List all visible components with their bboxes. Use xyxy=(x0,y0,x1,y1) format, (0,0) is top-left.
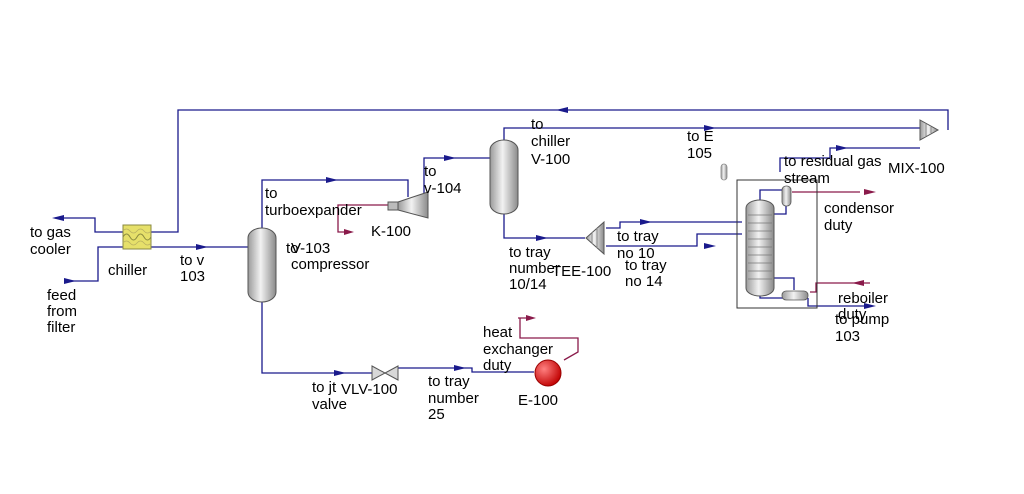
mix100-mixer[interactable] xyxy=(919,119,940,141)
feed-line xyxy=(64,246,124,282)
k100-expander[interactable] xyxy=(387,191,429,219)
chiller-unit[interactable] xyxy=(122,224,152,250)
arrow-to-tray14 xyxy=(704,243,716,249)
arrow-to-pump xyxy=(864,303,876,309)
expander-energy-line xyxy=(337,204,392,233)
label-k100: K-100 xyxy=(371,223,411,240)
expander-to-v104-line xyxy=(423,157,492,200)
arrow-recycle xyxy=(556,107,568,113)
label-compressor: compressor xyxy=(291,256,369,273)
arrow-to-tray10 xyxy=(640,219,652,225)
arrow-to-valve xyxy=(334,370,346,376)
arrow-to-v103 xyxy=(196,244,208,250)
label-mix100: MIX-100 xyxy=(888,160,945,177)
v100-to-tee-line xyxy=(503,212,585,239)
column-internal-lines xyxy=(759,189,795,299)
tee-to-tray14-line xyxy=(606,233,742,247)
e100-heater[interactable] xyxy=(534,359,562,387)
energy-stream-lines xyxy=(337,191,870,361)
label-tee100: TEE-100 xyxy=(552,263,611,280)
vlv100-valve[interactable] xyxy=(371,365,399,381)
arrow-to-heater xyxy=(454,365,466,371)
label-v100: V-100 xyxy=(531,151,570,168)
v100-to-mix-line xyxy=(503,127,920,140)
v103-vessel[interactable] xyxy=(247,227,277,303)
gas-cooler-line xyxy=(55,217,124,233)
arrow-expander-energy xyxy=(344,229,354,235)
label-e100: E-100 xyxy=(518,392,558,409)
arrow-condensor-duty xyxy=(864,189,876,195)
distillation-column[interactable] xyxy=(736,179,818,309)
label-chiller: chiller xyxy=(108,262,147,279)
column-to-mix-line xyxy=(779,147,920,172)
arrow-gas-cooler xyxy=(52,215,64,221)
arrow-to-e105 xyxy=(704,125,716,131)
flow-arrows xyxy=(52,107,876,376)
valve-to-heater-line xyxy=(398,367,534,373)
reboiler-drum xyxy=(781,290,809,301)
arrow-to-v104 xyxy=(444,155,456,161)
e105-icon[interactable] xyxy=(720,163,728,181)
tee100-splitter[interactable] xyxy=(585,220,605,256)
tee-to-tray10-line xyxy=(606,221,742,229)
v100-vessel[interactable] xyxy=(489,139,519,215)
reboiler-duty-line xyxy=(810,282,870,293)
arrow-reboiler-duty xyxy=(852,280,864,286)
energy-arrows xyxy=(344,189,876,321)
label-v103: toV-103 xyxy=(286,240,330,257)
arrow-to-mix xyxy=(836,145,848,151)
label-vlv100: VLV-100 xyxy=(341,381,397,398)
arrow-heater-energy xyxy=(526,315,536,321)
arrow-feed xyxy=(64,278,76,284)
arrow-to-tee xyxy=(536,235,548,241)
arrow-to-expander xyxy=(326,177,338,183)
v103-to-valve-line xyxy=(261,302,372,374)
column-to-pump-line xyxy=(807,298,870,307)
condenser-drum xyxy=(781,185,792,207)
recycle-line xyxy=(150,109,949,233)
